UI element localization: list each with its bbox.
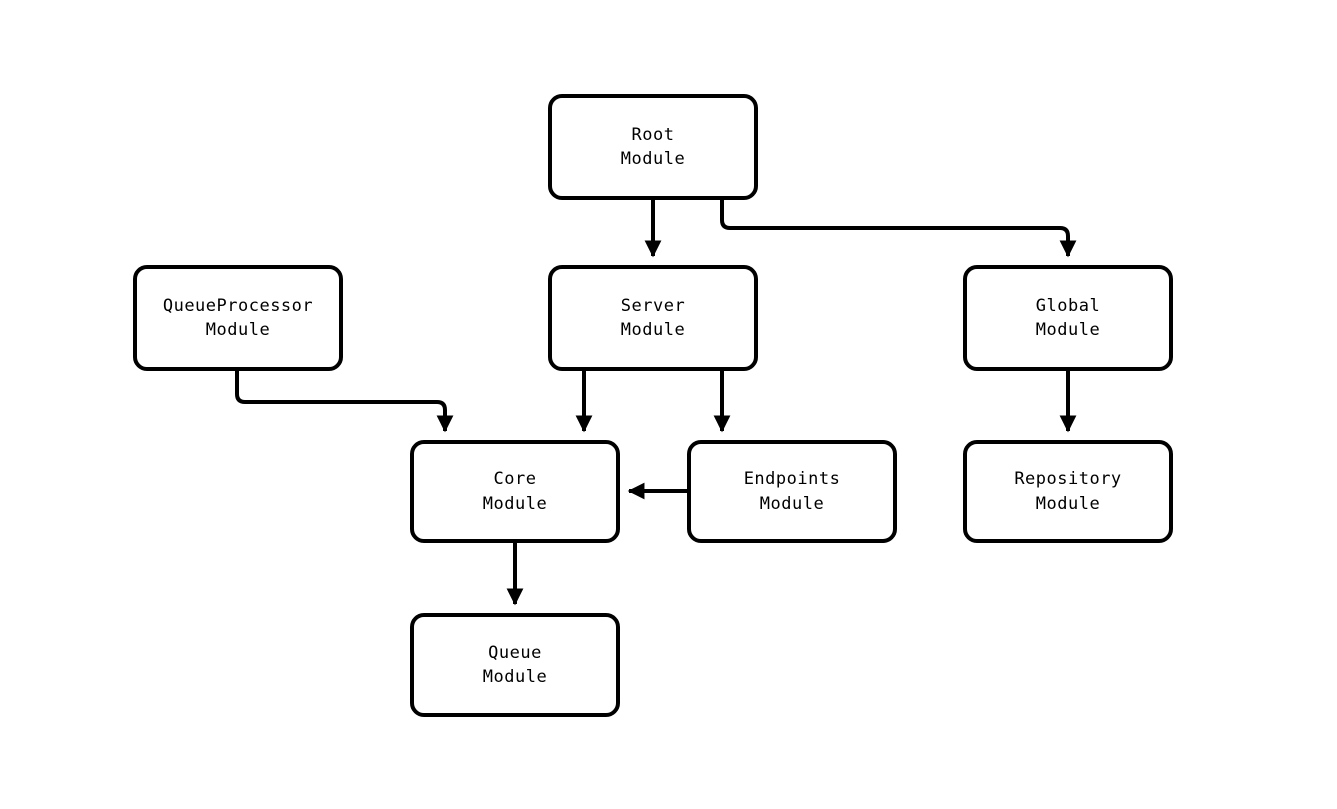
node-global-module[interactable]: Global Module — [963, 265, 1173, 371]
node-label-line2: Module — [205, 320, 271, 340]
node-label-line1: Core — [493, 469, 537, 490]
node-server-module[interactable]: Server Module — [548, 265, 758, 371]
edge-root-to-global — [720, 200, 1077, 258]
edge-queueprocessor-to-core — [235, 371, 454, 433]
node-label-line1: Global — [1035, 295, 1101, 316]
node-label-line2: Module — [620, 149, 686, 169]
node-repository-module[interactable]: Repository Module — [963, 440, 1173, 543]
node-label-line1: Repository — [1014, 469, 1122, 490]
node-label-line2: Module — [1035, 493, 1101, 514]
node-label-line2: Module — [1035, 320, 1101, 340]
node-queueprocessor-module[interactable]: QueueProcessor Module — [133, 265, 343, 371]
node-label-line1: Server — [620, 295, 686, 316]
node-core-module[interactable]: Core Module — [410, 440, 620, 543]
node-label-line2: Module — [620, 320, 686, 340]
node-label-line2: Module — [759, 493, 825, 514]
node-root-module[interactable]: Root Module — [548, 94, 758, 200]
node-label-line2: Module — [482, 493, 548, 514]
node-label-line1: Endpoints — [743, 469, 841, 490]
node-queue-module[interactable]: Queue Module — [410, 613, 620, 717]
node-label-line2: Module — [482, 667, 548, 687]
node-label-line1: Queue — [488, 642, 542, 663]
node-label-line1: QueueProcessor — [162, 295, 314, 316]
node-endpoints-module[interactable]: Endpoints Module — [687, 440, 897, 543]
node-label-line1: Root — [631, 124, 675, 145]
